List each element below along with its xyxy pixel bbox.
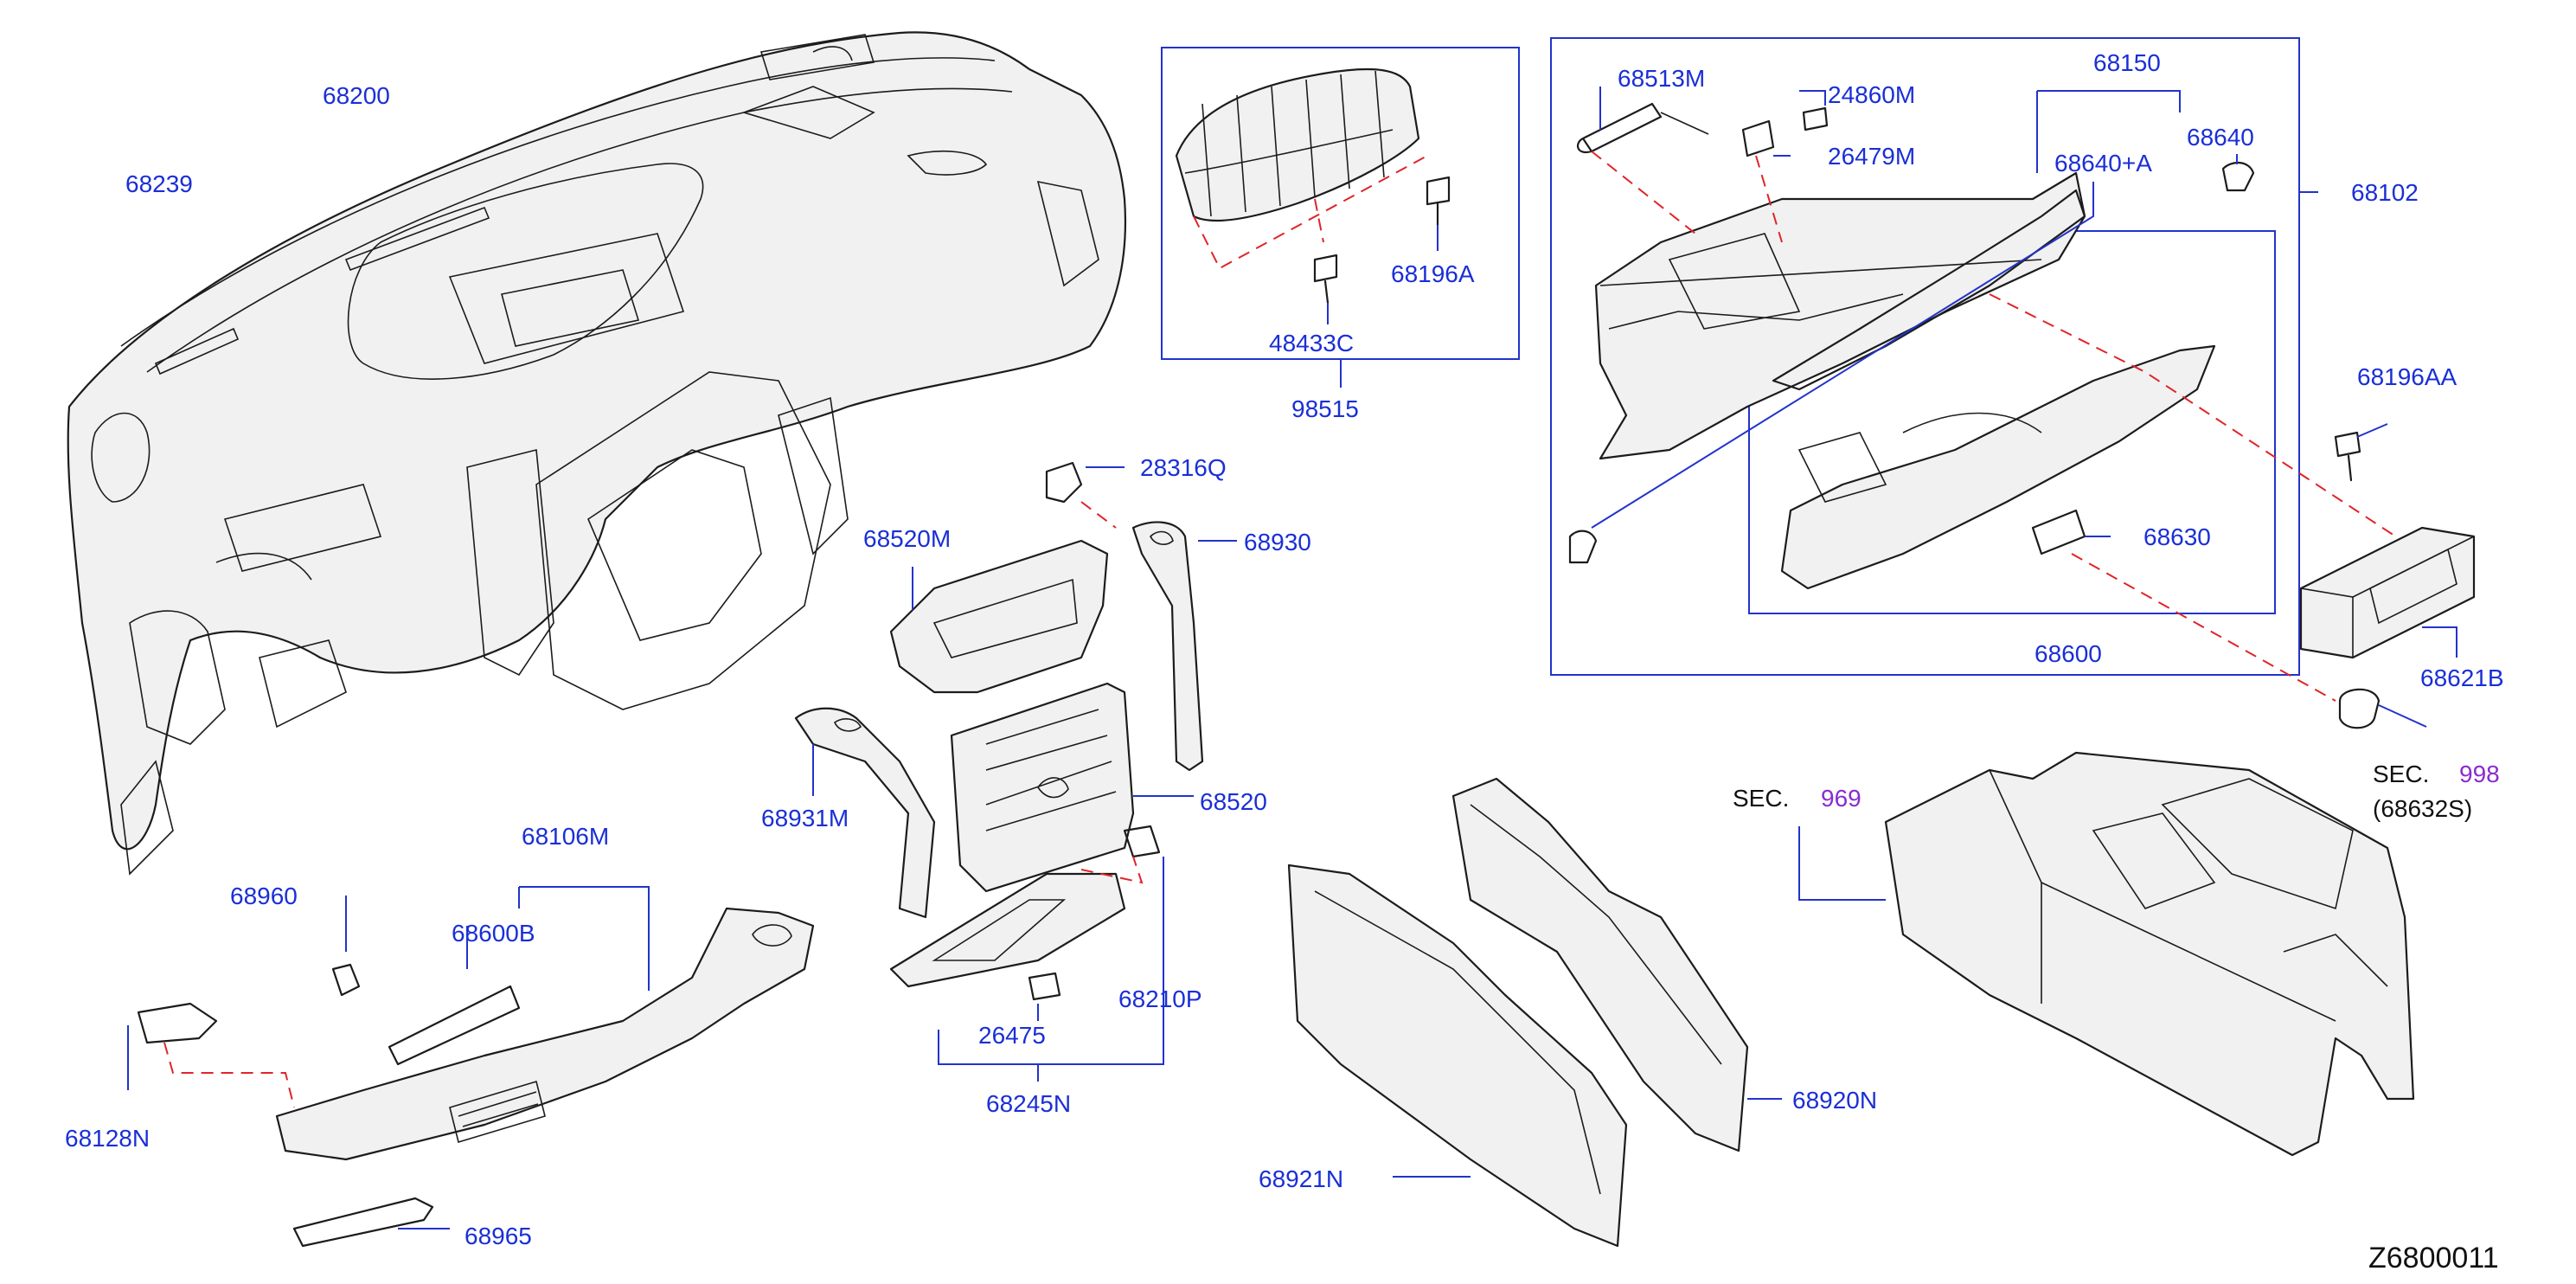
glove-box-group bbox=[1550, 37, 2423, 702]
pocket-group bbox=[2299, 423, 2476, 729]
callout-68196AA: 68196AA bbox=[2357, 363, 2457, 390]
callout-98515: 98515 bbox=[1291, 395, 1359, 422]
diagram-code: Z6800011 bbox=[2368, 1242, 2499, 1274]
lower-cluster-panel bbox=[889, 872, 1126, 988]
callout-68128N: 68128N bbox=[65, 1125, 150, 1152]
cluster-bracket bbox=[1045, 461, 1083, 504]
cover-lower-trim bbox=[292, 1197, 434, 1248]
callout-68960: 68960 bbox=[230, 883, 298, 909]
callout-68200: 68200 bbox=[323, 82, 390, 109]
cover-clip bbox=[331, 963, 361, 997]
glove-box-lamp bbox=[1802, 106, 1829, 132]
lower-cluster-clip bbox=[1123, 825, 1161, 858]
callout-68150: 68150 bbox=[2093, 49, 2161, 76]
glove-box-body bbox=[1594, 171, 2086, 460]
callout-68621B: 68621B bbox=[2420, 664, 2504, 691]
lamp-switch bbox=[1741, 119, 1775, 157]
pocket bbox=[2299, 526, 2476, 659]
callout-68520M: 68520M bbox=[863, 525, 951, 552]
glove-box-latch bbox=[2031, 509, 2086, 555]
callout-68210P: 68210P bbox=[1118, 985, 1202, 1012]
callout-26479M: 26479M bbox=[1828, 143, 1915, 170]
right-finisher bbox=[1131, 521, 1204, 772]
callout-68600B: 68600B bbox=[452, 920, 535, 947]
callout-68600: 68600 bbox=[2035, 640, 2102, 667]
callout-68640A: 68640+A bbox=[2054, 150, 2152, 177]
callout-68520: 68520 bbox=[1200, 788, 1267, 815]
callout-68245N: 68245N bbox=[986, 1090, 1071, 1117]
airbag-bolt bbox=[1313, 254, 1338, 305]
section-998-prefix: SEC. bbox=[2373, 761, 2429, 787]
callout-68239: 68239 bbox=[125, 170, 193, 197]
section-969-number: 969 bbox=[1821, 785, 1862, 812]
section-969-prefix: SEC. bbox=[1733, 785, 1789, 812]
airbag-module bbox=[1175, 67, 1420, 222]
callout-68931M: 68931M bbox=[761, 805, 849, 831]
callout-68513M: 68513M bbox=[1618, 65, 1705, 92]
lower-cover-group bbox=[127, 886, 815, 1248]
callout-68640: 68640 bbox=[2187, 124, 2254, 151]
callout-68965: 68965 bbox=[465, 1223, 532, 1249]
callout-68930: 68930 bbox=[1244, 529, 1311, 555]
striker-b bbox=[1568, 530, 1598, 564]
callout-68630: 68630 bbox=[2143, 523, 2211, 550]
passenger-airbag-group bbox=[1161, 47, 1520, 388]
left-finisher bbox=[794, 707, 936, 919]
audio-control-unit bbox=[950, 682, 1135, 893]
glove-box-lid bbox=[1780, 344, 2216, 590]
callout-28316Q: 28316Q bbox=[1140, 454, 1227, 481]
callout-26475: 26475 bbox=[978, 1022, 1046, 1049]
callout-24860M: 24860M bbox=[1828, 81, 1915, 108]
section-998-sub: (68632S) bbox=[2373, 795, 2472, 822]
callout-68920N: 68920N bbox=[1792, 1087, 1877, 1114]
center-console bbox=[1798, 751, 2415, 1157]
callout-68106M: 68106M bbox=[522, 823, 609, 850]
cover-bracket bbox=[388, 985, 521, 1066]
right-side-finisher bbox=[1451, 777, 1749, 1152]
console-side-finishers bbox=[1287, 777, 1782, 1248]
callout-48433C: 48433C bbox=[1269, 330, 1354, 356]
section-references: SEC. 969 SEC. 998 (68632S) bbox=[1733, 761, 2500, 822]
lower-cover bbox=[275, 907, 815, 1161]
section-998-number: 998 bbox=[2459, 761, 2500, 787]
cover-retainer bbox=[137, 1002, 218, 1044]
pocket-screw bbox=[2334, 431, 2361, 482]
callout-68102: 68102 bbox=[2351, 179, 2419, 206]
left-side-finisher bbox=[1287, 863, 1628, 1248]
center-cluster-group bbox=[794, 461, 1237, 1082]
instrument-panel-drawing bbox=[67, 31, 1127, 876]
accessory-socket bbox=[1028, 972, 1061, 1001]
callout-68921N: 68921N bbox=[1259, 1165, 1343, 1192]
damper-cylinder bbox=[1576, 102, 1663, 154]
cluster-finisher bbox=[889, 539, 1109, 694]
airbag-screw bbox=[1426, 176, 1451, 227]
callout-labels: 68200 68239 98515 48433C 68196A 68513M 2… bbox=[65, 49, 2504, 1249]
glove-box-lid-frame bbox=[1772, 189, 2086, 391]
callout-68196A: 68196A bbox=[1391, 260, 1475, 287]
power-socket bbox=[2338, 688, 2381, 729]
glove-box-outer-box bbox=[1550, 37, 2300, 676]
striker bbox=[2221, 162, 2255, 192]
